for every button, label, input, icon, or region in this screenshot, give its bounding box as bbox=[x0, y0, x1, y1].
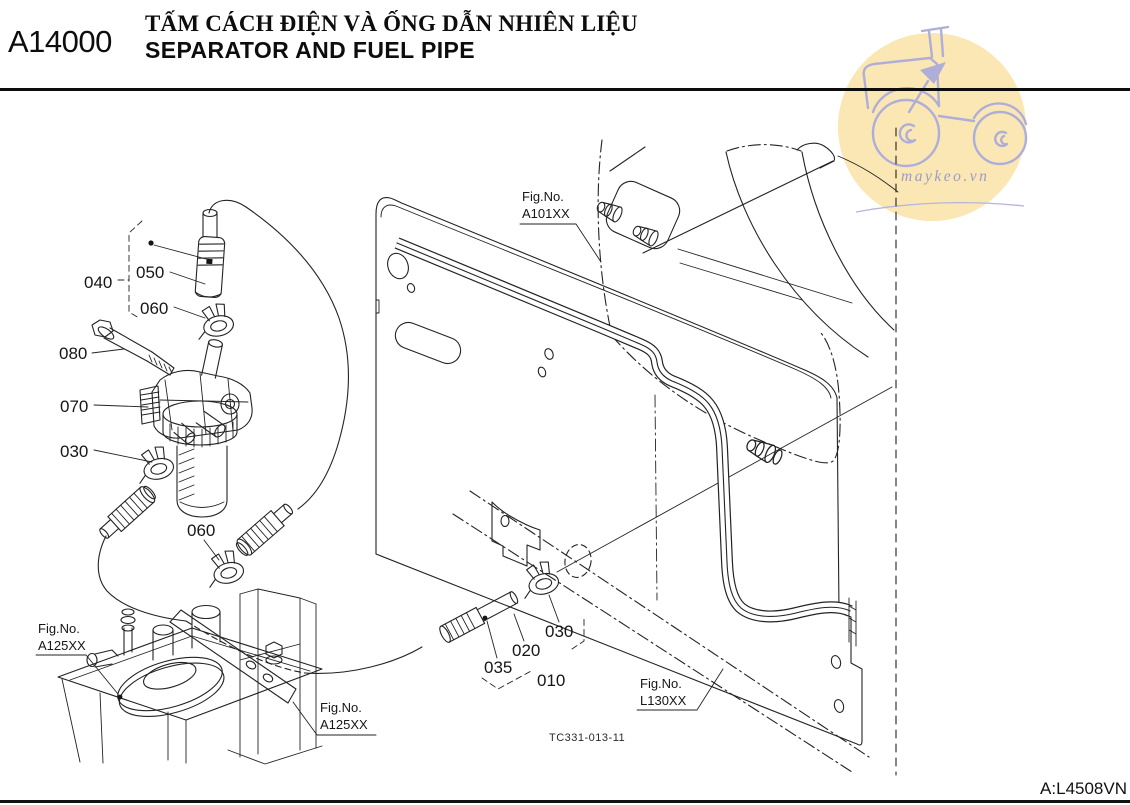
callout-010: 010 bbox=[537, 671, 565, 690]
hose-coupler bbox=[439, 591, 519, 643]
page-header: A14000 TẤM CÁCH ĐIỆN VÀ ỐNG DẪN NHIÊN LI… bbox=[0, 0, 1130, 91]
callout-050: 050 bbox=[136, 263, 164, 282]
pipe-nipple-icon bbox=[632, 225, 659, 247]
group-bracket bbox=[128, 220, 143, 319]
hose-coupler bbox=[235, 503, 294, 556]
section-code: A14000 bbox=[8, 24, 112, 59]
callout-030b: 030 bbox=[545, 622, 573, 641]
watermark-circle bbox=[838, 33, 1026, 221]
group-bracket bbox=[481, 669, 534, 690]
filter-bowl bbox=[176, 445, 228, 518]
callout-035: 035 bbox=[484, 658, 512, 677]
tractor-icon bbox=[862, 25, 1028, 168]
tank-support-channel bbox=[227, 588, 323, 765]
frame-rail bbox=[452, 490, 870, 773]
callout-060: 060 bbox=[140, 299, 168, 318]
callout-dot bbox=[482, 615, 488, 621]
callout-040: 040 bbox=[84, 273, 112, 292]
fig-ref-prefix: Fig.No. bbox=[522, 189, 564, 204]
fuel-hoses bbox=[97, 199, 423, 674]
header-divider bbox=[0, 88, 1130, 91]
callout-layer: 040 050 060 080 070 030 060 035 020 030 … bbox=[59, 220, 585, 690]
callout-020: 020 bbox=[512, 641, 540, 660]
callout-060b: 060 bbox=[187, 521, 215, 540]
hose-coupler bbox=[99, 485, 156, 539]
inline-filter bbox=[194, 208, 226, 298]
callout-080: 080 bbox=[59, 344, 87, 363]
pipe-nipple-icon bbox=[596, 201, 623, 223]
fig-ref-code: A101XX bbox=[522, 206, 570, 221]
tank-ports bbox=[86, 604, 221, 668]
plate-bracket bbox=[491, 501, 541, 567]
hose-clamp bbox=[524, 561, 560, 599]
fig-ref-code: A125XX bbox=[320, 717, 368, 732]
page-footer-code: A:L4508VN bbox=[1040, 779, 1127, 798]
fuel-pipe-parts bbox=[439, 561, 560, 643]
fig-ref-l130xx[interactable]: Fig.No. L130XX bbox=[636, 668, 724, 711]
pipe-joint-fitting bbox=[746, 439, 783, 465]
separator-plate bbox=[375, 197, 863, 746]
hose-clamp bbox=[139, 446, 175, 484]
fig-ref-code: A125XX bbox=[38, 638, 86, 653]
drawing-number: TC331-013-11 bbox=[549, 732, 625, 744]
filter-head bbox=[139, 369, 253, 444]
plate-slot bbox=[394, 321, 462, 365]
tank-bracket-beam bbox=[169, 609, 297, 704]
mounting-pad bbox=[605, 180, 681, 250]
fig-ref-a125xx-left[interactable]: Fig.No. A125XX bbox=[35, 621, 123, 700]
fuel-pipe-bundle bbox=[394, 237, 857, 647]
callout-070: 070 bbox=[60, 397, 88, 416]
engine-block-outline bbox=[596, 139, 899, 464]
filter-inlet-port bbox=[201, 339, 223, 379]
fig-ref-prefix: Fig.No. bbox=[320, 700, 362, 715]
fig-ref-code: L130XX bbox=[640, 693, 687, 708]
hose-clamp bbox=[209, 550, 245, 588]
footer-divider bbox=[0, 800, 1130, 803]
hose-clamp bbox=[198, 303, 234, 340]
bolt bbox=[91, 319, 175, 376]
callout-dot bbox=[148, 240, 154, 246]
callout-dot bbox=[117, 694, 123, 700]
page-title-english: SEPARATOR AND FUEL PIPE bbox=[145, 36, 475, 63]
group-bracket bbox=[571, 616, 585, 650]
fuel-tank-assembly bbox=[57, 588, 323, 765]
fig-ref-prefix: Fig.No. bbox=[640, 676, 682, 691]
callout-030: 030 bbox=[60, 442, 88, 461]
watermark-text: maykeo.vn bbox=[901, 168, 989, 185]
watermark-logo: maykeo.vn bbox=[838, 25, 1028, 221]
fig-ref-prefix: Fig.No. bbox=[38, 621, 80, 636]
ring-nut bbox=[162, 400, 238, 448]
fig-ref-a101xx[interactable]: Fig.No. A101XX bbox=[519, 189, 602, 263]
fig-ref-a125xx-bottom[interactable]: Fig.No. A125XX bbox=[292, 700, 377, 736]
watermark-ground-arc bbox=[855, 201, 1025, 213]
page-title-vietnamese: TẤM CÁCH ĐIỆN VÀ ỐNG DẪN NHIÊN LIỆU bbox=[145, 11, 638, 36]
hidden-hole bbox=[564, 544, 592, 578]
separator-assembly bbox=[91, 208, 294, 588]
